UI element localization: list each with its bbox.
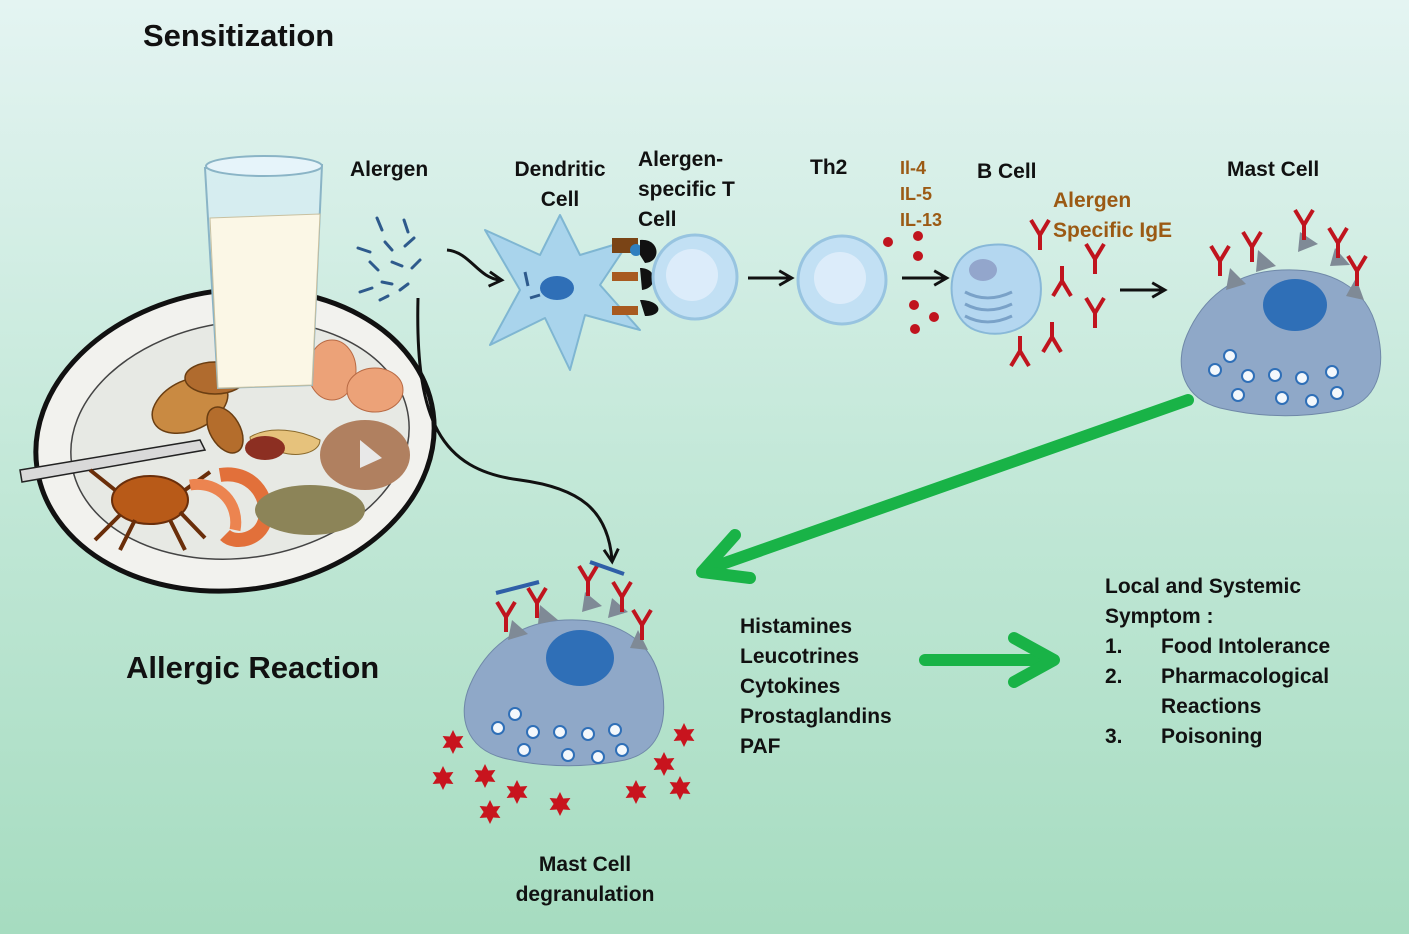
t-cell-label: Alergen- specific T Cell (638, 148, 735, 231)
mediator-item: Prostaglandins (740, 705, 892, 728)
interleukin-labels: Il-4 IL-5 IL-13 (900, 158, 943, 230)
cytokine-particles (883, 231, 939, 334)
alergen-label: Alergen (350, 158, 429, 181)
th2-label: Th2 (810, 156, 848, 179)
b-cell (950, 243, 1042, 335)
mediator-item: Histamines (740, 615, 853, 638)
mediator-list: Histamines Leucotrines Cytokines Prostag… (740, 612, 892, 762)
dendritic-cell (484, 214, 641, 371)
sensitized-mast-cell (1180, 208, 1382, 417)
mediator-item: Leucotrines (740, 645, 860, 668)
milk-glass-illustration (203, 155, 324, 390)
b-cell-label: B Cell (977, 160, 1037, 183)
green-arrows (696, 394, 1194, 688)
pathway-arrows (416, 248, 1168, 565)
food-plate-illustration (19, 155, 437, 594)
symptom-item: 3. Poisoning (1105, 725, 1263, 748)
allergen-fragments (356, 216, 422, 302)
th2-cell (796, 234, 888, 326)
mediator-item: PAF (740, 735, 781, 758)
symptom-item: 1. Food Intolerance (1105, 635, 1331, 658)
dendritic-cell-label: Dendritic Cell (514, 158, 606, 211)
symptoms-title: Local and Systemic Symptom : (1105, 575, 1302, 628)
mediator-item: Cytokines (740, 675, 841, 698)
degranulation-label: Mast Cell degranulation (515, 853, 655, 906)
sensitization-heading: Sensitization (143, 18, 335, 53)
symptom-item: 2. Pharmacological Reactions (1105, 665, 1330, 718)
allergic-reaction-heading: Allergic Reaction (126, 650, 380, 685)
symptom-list: 1. Food Intolerance 2. Pharmacological R… (1105, 632, 1330, 752)
degranulating-mast-cell (463, 560, 665, 767)
t-cell (612, 233, 739, 321)
mast-cell-label: Mast Cell (1227, 158, 1320, 181)
ige-label: Alergen Specific IgE (1053, 189, 1173, 242)
